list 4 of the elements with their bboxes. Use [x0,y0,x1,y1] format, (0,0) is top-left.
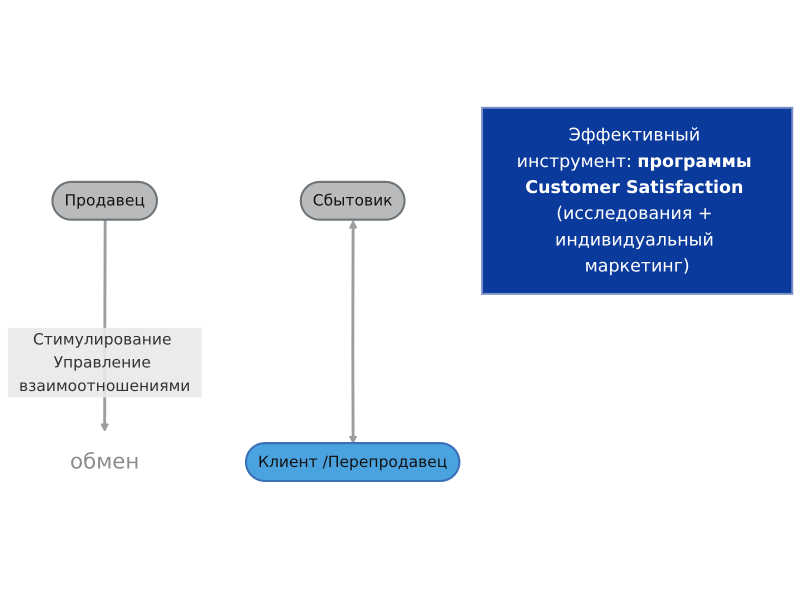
node-box: Эффективный инструмент: программы Customer Satisfaction (исследования + индивидуальный маркетинг) [481,106,794,295]
arrow [348,220,358,444]
node-text: обмен [70,450,140,474]
edge-label: Стимулирование Управление взаимоотношениями [18,330,190,395]
